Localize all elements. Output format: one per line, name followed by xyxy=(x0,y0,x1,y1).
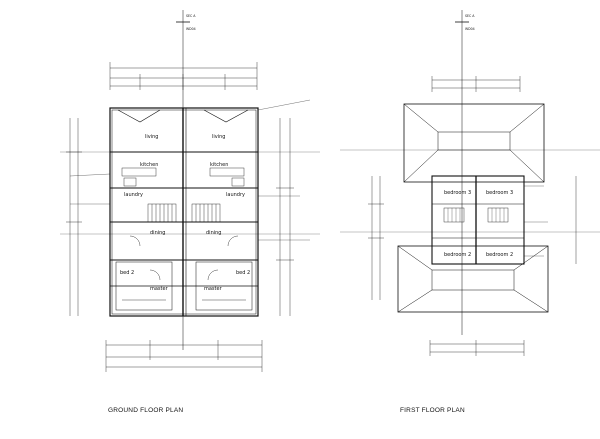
room-label-kitchen: kitchen xyxy=(140,162,158,168)
room-label-bedroom3-2: bedroom 3 xyxy=(486,190,513,196)
room-label-dining-2: dining xyxy=(206,230,221,236)
room-label-bedroom2-2: bedroom 2 xyxy=(486,252,513,258)
room-label-bed2: bed 2 xyxy=(120,270,134,276)
section-ref-ground: WD04 xyxy=(186,27,196,31)
room-label-bedroom3: bedroom 3 xyxy=(444,190,471,196)
room-label-dining: dining xyxy=(150,230,165,236)
room-label-laundry-2: laundry xyxy=(226,192,245,198)
room-label-kitchen-2: kitchen xyxy=(210,162,228,168)
first-floor-plan xyxy=(340,10,600,356)
room-label-living: living xyxy=(145,134,158,140)
ground-floor-plan xyxy=(60,10,320,372)
ground-floor-plan-caption: GROUND FLOOR PLAN xyxy=(108,407,184,414)
section-marker-first: SEC A xyxy=(465,14,475,18)
room-label-bedroom2: bedroom 2 xyxy=(444,252,471,258)
room-label-master: master xyxy=(150,286,169,292)
room-label-master-2: master xyxy=(204,286,223,292)
room-label-living-2: living xyxy=(212,134,225,140)
first-floor-plan-caption: FIRST FLOOR PLAN xyxy=(400,407,465,414)
ground-outer-wall xyxy=(109,107,259,317)
room-label-laundry: laundry xyxy=(124,192,143,198)
section-marker-ground: SEC A xyxy=(186,14,196,18)
section-ref-first: WD04 xyxy=(465,27,475,31)
room-label-bed2-2: bed 2 xyxy=(236,270,250,276)
